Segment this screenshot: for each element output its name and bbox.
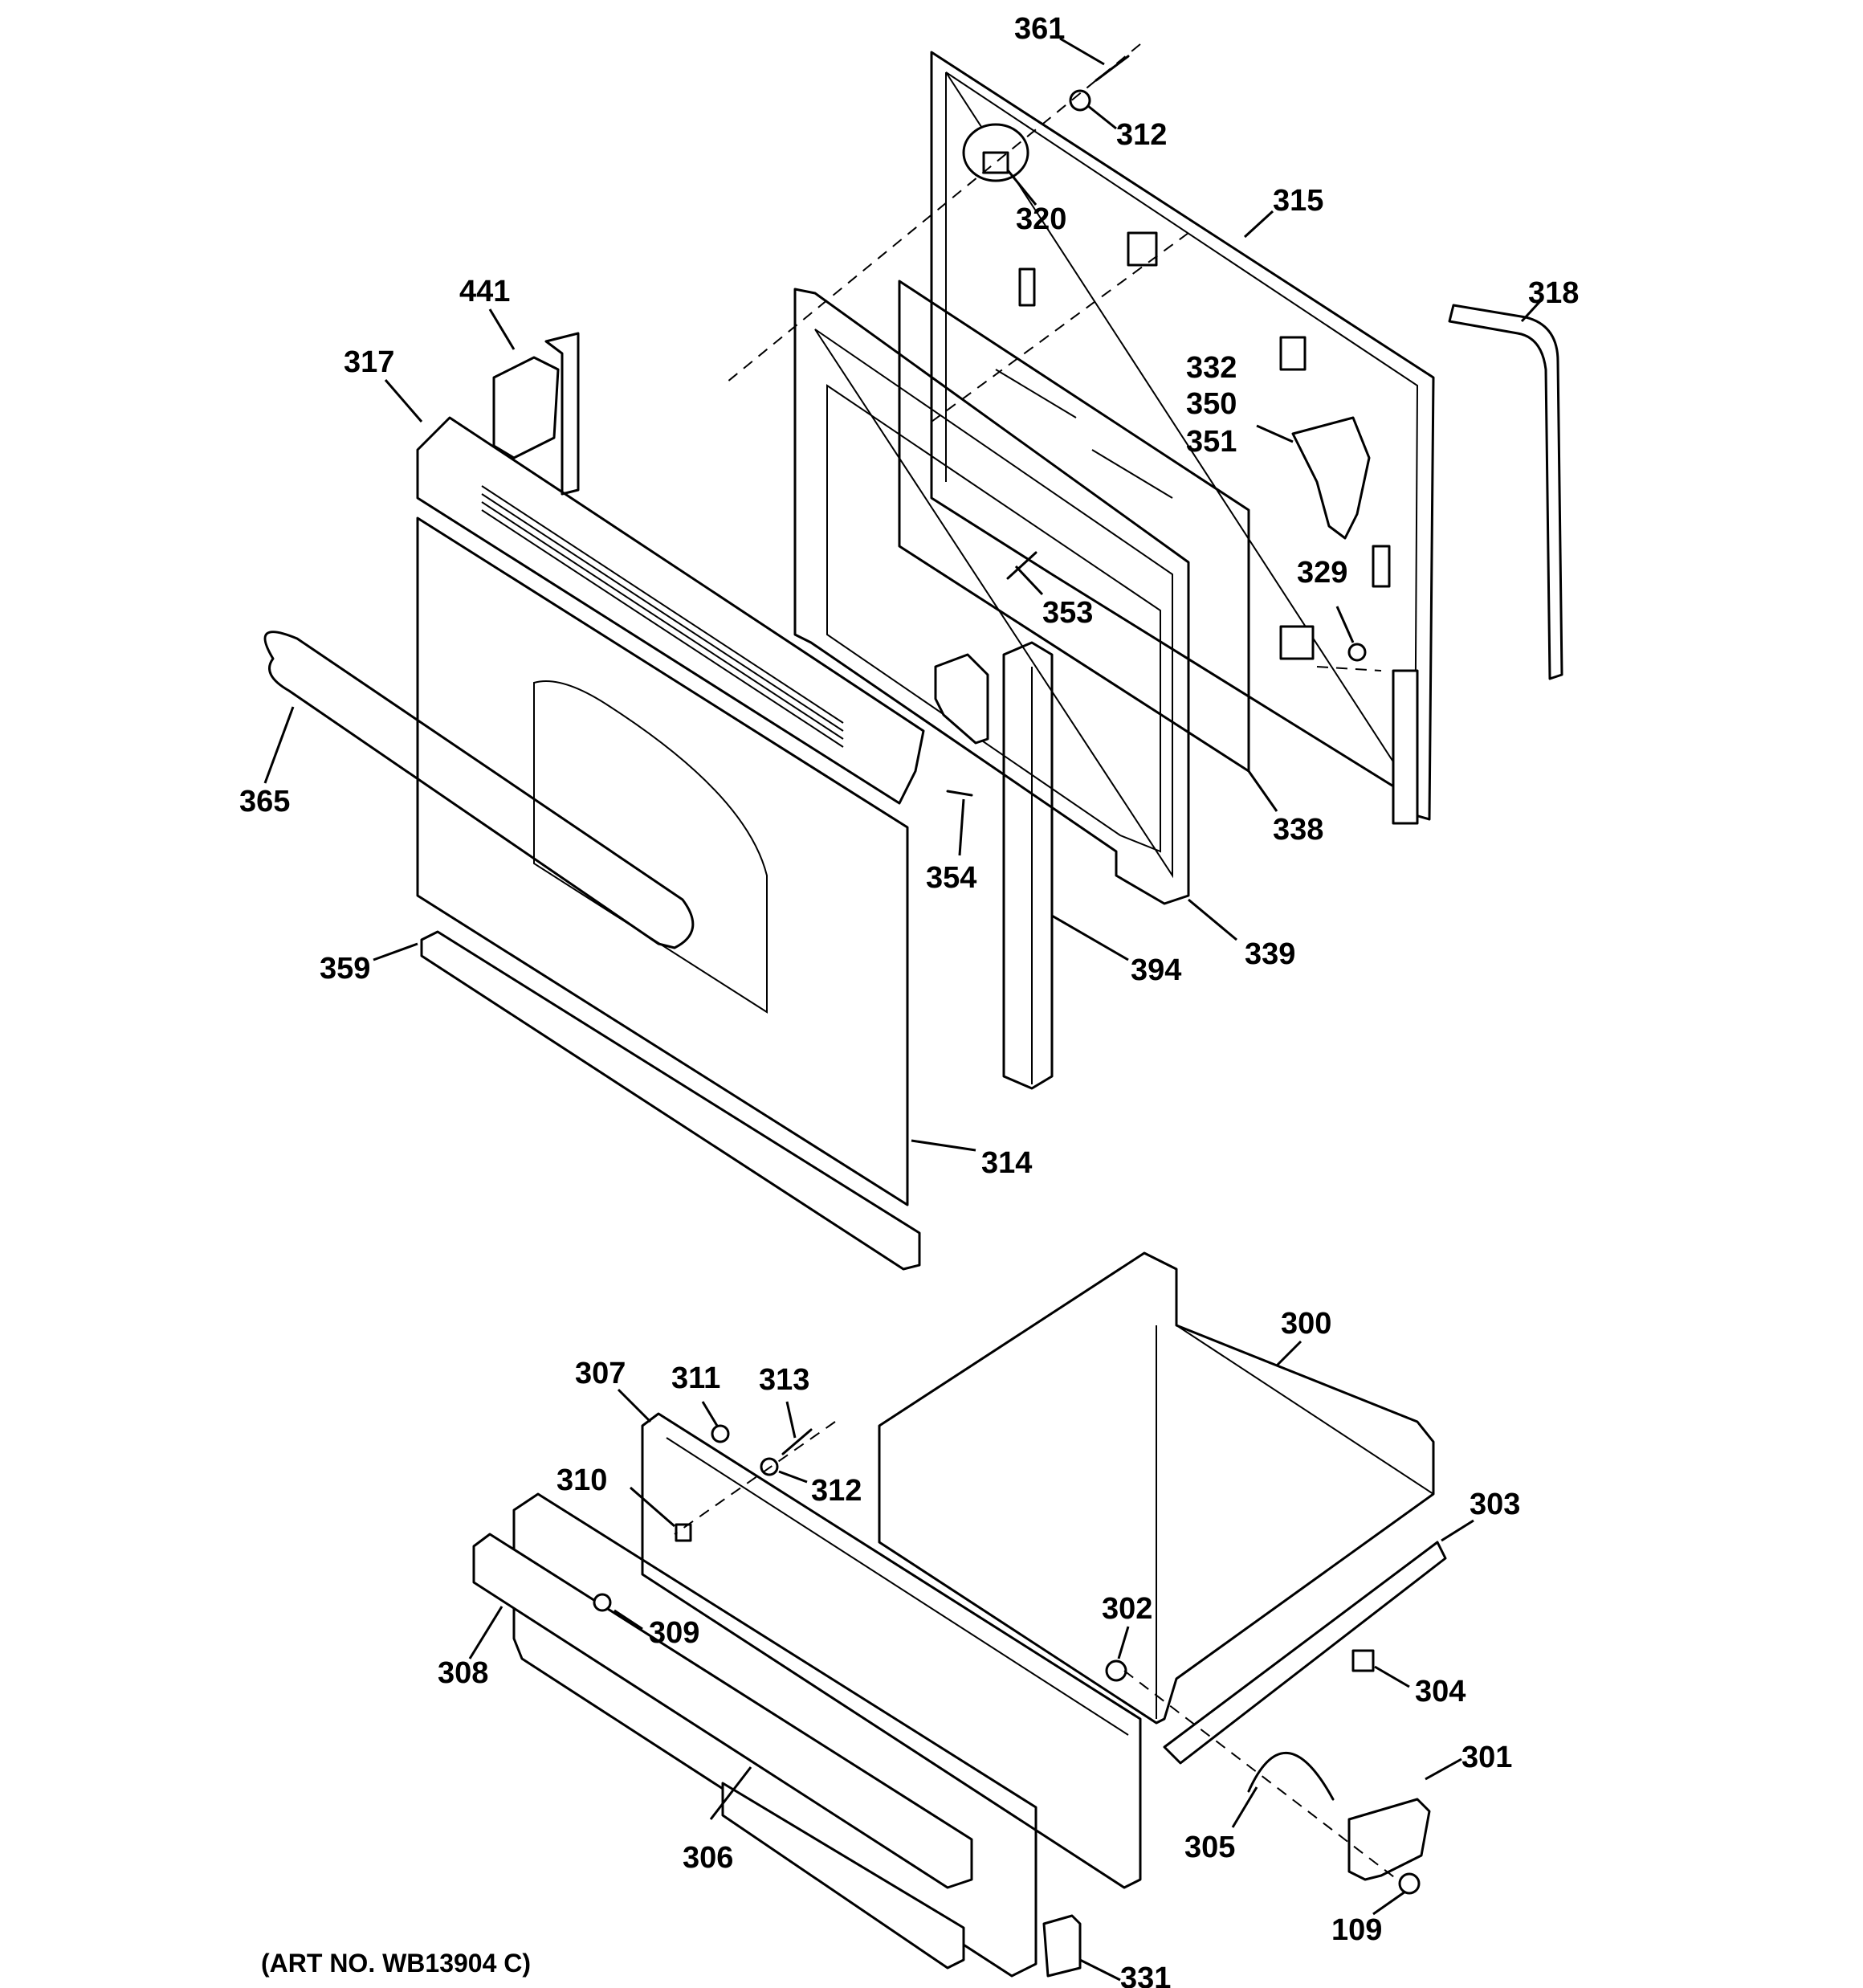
label-312: 312 <box>1116 118 1167 152</box>
label-306: 306 <box>683 1841 733 1875</box>
label-302: 302 <box>1102 1592 1152 1626</box>
door-liner-frame-339 <box>793 288 1190 905</box>
vent-trim-317 <box>416 416 925 805</box>
drawer-handle-306 <box>721 1782 965 1970</box>
bottom-trim-359 <box>420 930 921 1271</box>
washer-312-top <box>1069 89 1091 112</box>
clip-304 <box>1351 1649 1375 1672</box>
label-312-lower: 312 <box>811 1474 862 1508</box>
label-332: 332 <box>1186 351 1237 385</box>
label-304: 304 <box>1415 1675 1466 1708</box>
drawer-front-308 <box>472 1492 1037 1978</box>
screw-354 <box>946 790 973 797</box>
label-307: 307 <box>575 1357 626 1390</box>
insulation-332-350-351 <box>1291 416 1371 540</box>
screw-329 <box>1347 643 1367 662</box>
drawer-inner-panel-307 <box>641 1412 1142 1889</box>
alignment-line <box>1316 666 1382 672</box>
bracket-310 <box>675 1523 692 1542</box>
door-handle-365 <box>263 631 695 949</box>
screw-361 <box>1095 55 1130 82</box>
nut-311 <box>711 1424 730 1443</box>
label-441: 441 <box>459 275 510 308</box>
label-303: 303 <box>1470 1488 1520 1521</box>
door-outer-panel-314 <box>416 516 909 1206</box>
label-314: 314 <box>981 1146 1032 1180</box>
label-313: 313 <box>759 1363 809 1397</box>
screw-313 <box>781 1428 813 1455</box>
bracket-301 <box>1347 1798 1431 1881</box>
label-311: 311 <box>671 1361 720 1395</box>
label-354: 354 <box>926 861 976 895</box>
label-329: 329 <box>1297 556 1347 590</box>
screw-309 <box>593 1593 612 1612</box>
leader-lines <box>263 37 1542 1982</box>
label-318: 318 <box>1528 276 1579 310</box>
drawer-body-300 <box>878 1251 1435 1725</box>
screw-353 <box>1006 551 1037 580</box>
spring-305 <box>1247 1752 1335 1801</box>
label-394: 394 <box>1131 953 1181 987</box>
label-315: 315 <box>1273 184 1323 218</box>
hinge-bracket <box>934 653 989 745</box>
label-305: 305 <box>1184 1831 1235 1864</box>
label-301: 301 <box>1461 1741 1512 1774</box>
label-359: 359 <box>320 952 370 986</box>
label-317: 317 <box>344 345 394 379</box>
hinge-441 <box>492 332 580 496</box>
part-labels: 361 312 320 315 318 441 317 332 350 351 … <box>239 12 1579 1988</box>
label-331: 331 <box>1120 1961 1171 1988</box>
drawer-slide-303 <box>1163 1541 1447 1765</box>
label-309: 309 <box>649 1616 699 1650</box>
label-310: 310 <box>556 1463 607 1497</box>
pin-302 <box>1105 1659 1127 1682</box>
label-365: 365 <box>239 785 290 818</box>
alignment-line <box>674 1421 836 1535</box>
label-353: 353 <box>1042 596 1093 630</box>
label-320: 320 <box>1016 202 1066 236</box>
label-361: 361 <box>1014 12 1065 46</box>
label-109: 109 <box>1331 1913 1382 1947</box>
door-gasket-318 <box>1448 304 1563 680</box>
label-350: 350 <box>1186 387 1237 421</box>
label-338: 338 <box>1273 813 1323 847</box>
channel-394 <box>1002 641 1054 1090</box>
art-number: (ART NO. WB13904 C) <box>261 1949 531 1978</box>
label-339: 339 <box>1245 937 1295 971</box>
label-308: 308 <box>438 1656 488 1690</box>
nut-109 <box>1398 1872 1421 1895</box>
label-300: 300 <box>1281 1307 1331 1341</box>
bracket-331 <box>1042 1914 1082 1978</box>
alignment-line <box>931 232 1189 423</box>
alignment-line <box>722 43 1141 386</box>
label-351: 351 <box>1186 425 1237 459</box>
